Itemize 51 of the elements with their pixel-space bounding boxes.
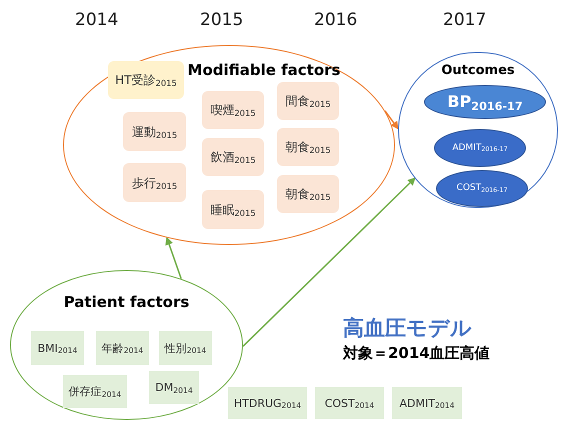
variable-box bbox=[392, 387, 462, 419]
year-label: 2014 bbox=[75, 9, 118, 32]
variable-label: ADMIT$_{2016-17}$ bbox=[452, 144, 508, 152]
variable-label: 朝食$_{2015}$ bbox=[285, 141, 331, 153]
variable-box bbox=[228, 387, 307, 419]
factor-ellipse bbox=[63, 45, 395, 245]
variable-label: 運動$_{2015}$ bbox=[132, 126, 178, 138]
group-heading: Patient factors bbox=[64, 292, 190, 313]
year-label: 2016 bbox=[314, 9, 358, 32]
variable-label: 性別$_{2014}$ bbox=[164, 342, 206, 354]
target-note: 対象＝2014血圧高値 bbox=[343, 343, 490, 364]
variable-label: 朝食$_{2015}$ bbox=[285, 188, 331, 200]
variable-box bbox=[202, 138, 264, 176]
variable-label: DM$_{2014}$ bbox=[155, 382, 193, 393]
variable-label: COST$_{2016-17}$ bbox=[456, 184, 508, 193]
outcome-ellipse bbox=[424, 85, 546, 119]
group-heading: Outcomes bbox=[441, 62, 515, 80]
variable-box bbox=[159, 331, 212, 365]
variable-box bbox=[96, 331, 149, 365]
group-heading: Modifiable factors bbox=[188, 60, 340, 81]
variable-label: BMI$_{2014}$ bbox=[38, 342, 78, 354]
arrow bbox=[165, 236, 182, 280]
variable-box bbox=[63, 375, 127, 408]
variable-box bbox=[277, 128, 339, 166]
arrow bbox=[242, 177, 416, 347]
arrow bbox=[384, 110, 399, 130]
year-label: 2017 bbox=[443, 9, 486, 32]
variable-label: 年齢$_{2014}$ bbox=[102, 342, 144, 354]
variable-box bbox=[108, 61, 184, 99]
variable-label: ADMIT$_{2014}$ bbox=[399, 398, 455, 408]
variable-label: BP$_{2016-17}$ bbox=[447, 94, 523, 110]
variable-label: 睡眠$_{2015}$ bbox=[210, 204, 256, 216]
variable-box bbox=[202, 91, 264, 129]
variable-label: 飲酒$_{2015}$ bbox=[210, 151, 256, 163]
variable-box bbox=[123, 112, 186, 151]
variable-box bbox=[315, 387, 384, 419]
model-title: 高血圧モデル bbox=[343, 315, 472, 342]
variable-box bbox=[277, 175, 339, 213]
variable-label: 間食$_{2015}$ bbox=[285, 95, 331, 107]
variable-box bbox=[31, 331, 84, 365]
variable-label: HTDRUG$_{2014}$ bbox=[234, 398, 302, 408]
variable-box bbox=[123, 163, 186, 202]
variable-box bbox=[277, 82, 339, 120]
variable-label: 喫煙$_{2015}$ bbox=[210, 104, 256, 116]
variable-box bbox=[149, 371, 199, 404]
year-label: 2015 bbox=[200, 9, 244, 32]
variable-label: 歩行$_{2015}$ bbox=[132, 176, 178, 188]
variable-box bbox=[202, 190, 264, 229]
variable-label: 併存症$_{2014}$ bbox=[68, 386, 122, 397]
variable-label: COST$_{2014}$ bbox=[324, 398, 374, 408]
variable-label: HT受診$_{2015}$ bbox=[115, 74, 177, 86]
